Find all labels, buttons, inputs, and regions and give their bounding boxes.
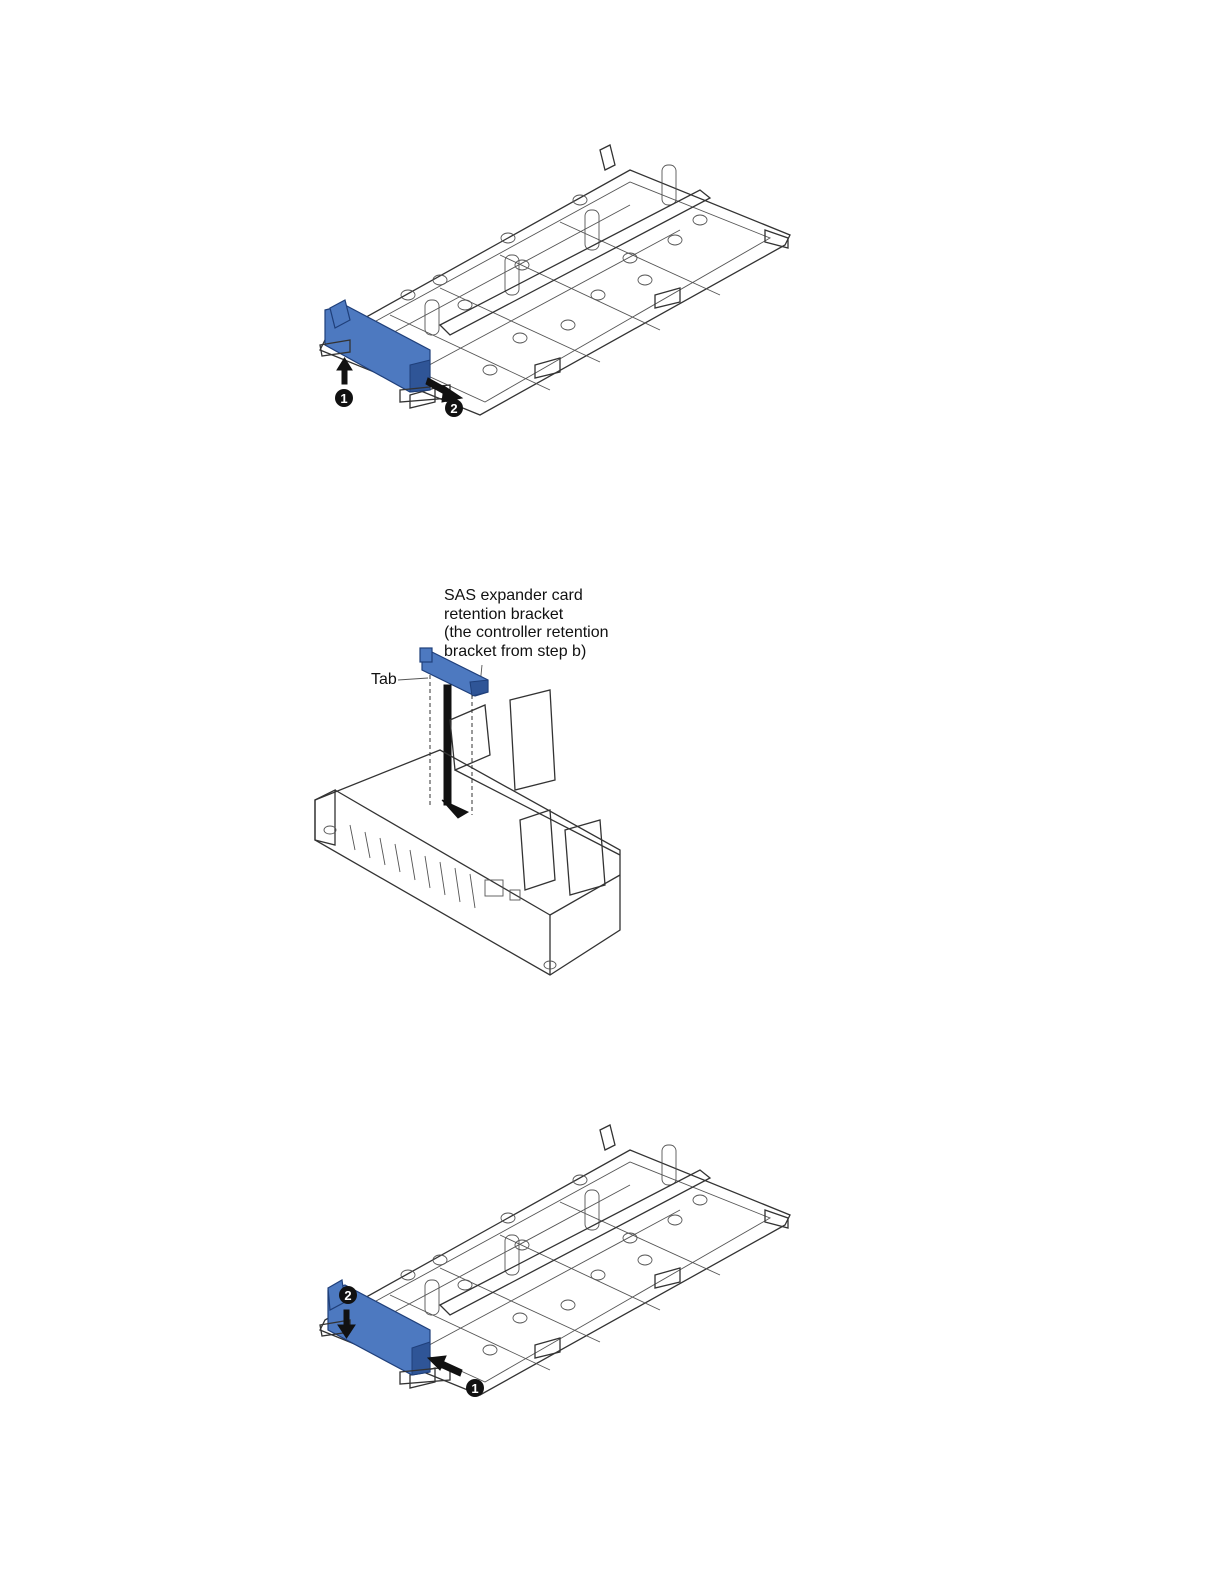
svg-text:2: 2 — [344, 1288, 351, 1303]
svg-text:2: 2 — [450, 401, 457, 416]
callout-badge-2: 2 — [445, 399, 463, 417]
tray-posts — [401, 165, 707, 375]
tray-tabs — [410, 145, 788, 408]
retention-bracket — [325, 300, 430, 392]
arrow-down-icon — [442, 685, 468, 818]
figure-2-server-bracket-install — [310, 640, 630, 985]
chassis-foot — [324, 826, 336, 834]
arrow-right-icon — [426, 378, 462, 402]
server-chassis — [315, 690, 620, 975]
drive-bays — [350, 825, 520, 908]
arrow-left-icon — [428, 1356, 462, 1376]
figure-3-tray-bracket-install: 2 1 — [300, 1120, 800, 1410]
bracket-label-line: retention bracket — [444, 606, 609, 625]
callout-badge-2: 2 — [339, 1286, 357, 1304]
svg-text:1: 1 — [471, 1381, 478, 1396]
figure-1-tray-bracket-removal: 1 2 — [300, 140, 800, 430]
bracket-label-line: SAS expander card — [444, 587, 609, 606]
callout-badge-1: 1 — [466, 1379, 484, 1397]
callout-badge-1: 1 — [335, 389, 353, 407]
tray-tabs — [410, 1125, 788, 1388]
tray-posts — [401, 1145, 707, 1355]
svg-text:1: 1 — [340, 391, 347, 406]
tab-leader-line — [398, 678, 428, 680]
retention-bracket — [420, 648, 488, 696]
